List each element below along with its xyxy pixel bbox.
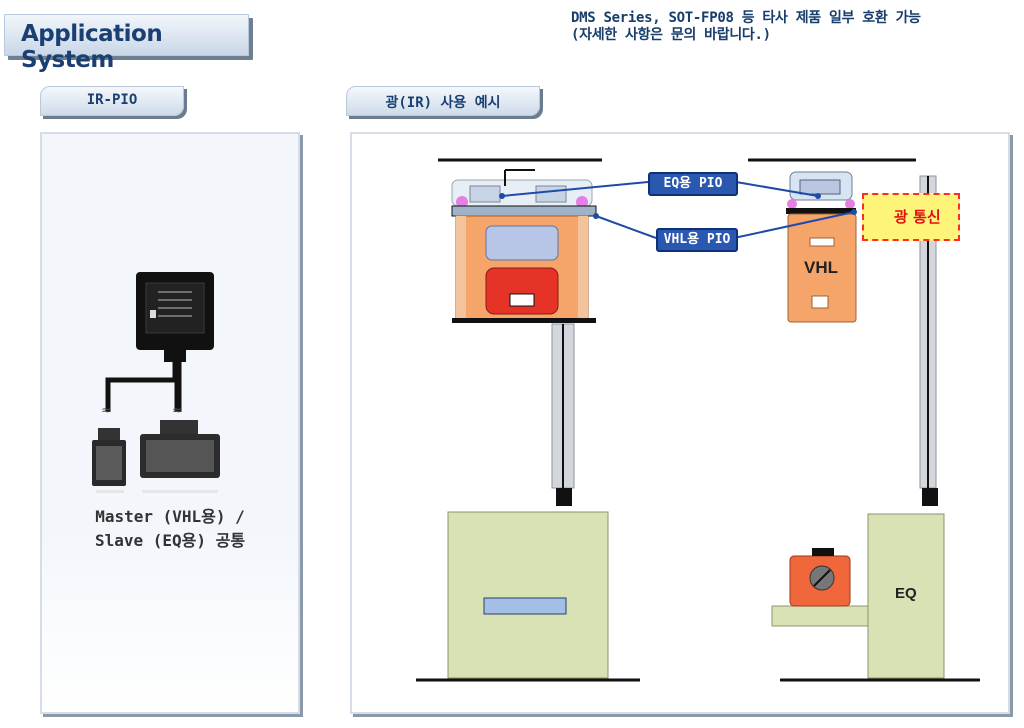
caption-line-1: Master (VHL용) / [95, 507, 245, 526]
tab-ir-pio-label: IR-PIO [86, 92, 138, 108]
note-line-2: (자세한 사항은 문의 바랍니다.) [571, 27, 771, 43]
svg-text:≈: ≈ [101, 403, 111, 417]
caption-line-2: Slave (EQ용) 공통 [94, 531, 246, 550]
callout-vhl-pio: VHL용 PIO [656, 228, 738, 252]
ir-pio-device-image: ≈ ≈ [92, 272, 220, 493]
vehicle-transfer-illustration [451, 169, 597, 323]
left-eq-block [447, 511, 609, 679]
optical-communication-label: 광 통신 [862, 193, 960, 241]
eq-label: EQ [895, 585, 917, 602]
product-caption: Master (VHL용) / Slave (EQ용) 공통 [40, 505, 300, 553]
compatibility-note: DMS Series, SOT-FP08 등 타사 제품 일부 호환 가능 (자… [571, 10, 1011, 44]
callout-eq-pio: EQ용 PIO [648, 172, 738, 196]
tab-ir-pio: IR-PIO [40, 86, 184, 116]
note-line-1: DMS Series, SOT-FP08 등 타사 제품 일부 호환 가능 [571, 10, 921, 26]
vhl-label: VHL [804, 258, 838, 277]
page-title: Application System [21, 21, 163, 73]
vhl-illustration [786, 171, 857, 323]
tab-ir-usage-label: 광(IR) 사용 예시 [385, 95, 501, 111]
svg-text:≈: ≈ [172, 403, 182, 417]
tab-ir-usage-example: 광(IR) 사용 예시 [346, 86, 540, 116]
right-eq-block [867, 513, 945, 679]
page-title-tab: Application System [4, 14, 249, 73]
